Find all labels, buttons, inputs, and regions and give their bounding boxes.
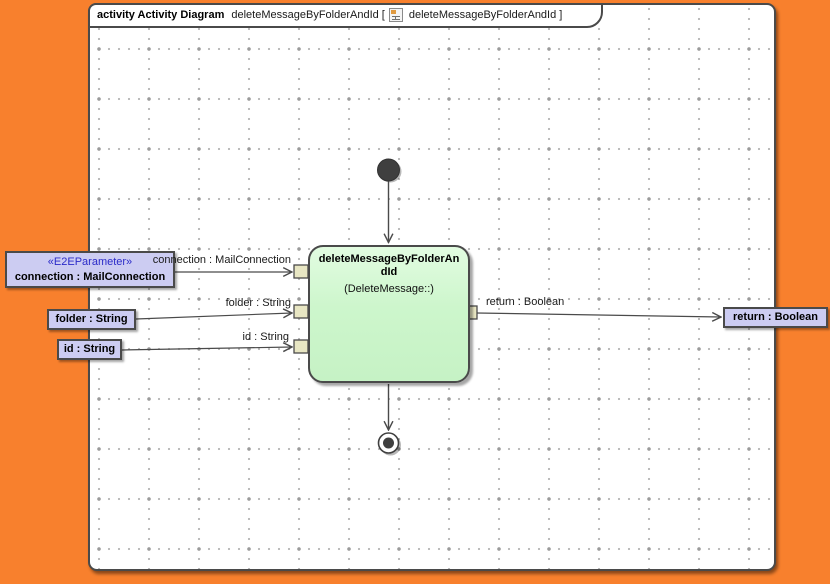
flow-label-connection[interactable]: connection : MailConnection — [152, 254, 291, 266]
object-flow-id[interactable] — [121, 347, 292, 350]
icon-line — [391, 18, 400, 20]
call-behavior-action-node[interactable]: deleteMessageByFolderAn dId (DeleteMessa… — [308, 245, 470, 383]
initial-node[interactable] — [377, 158, 400, 182]
parameter-node-return[interactable]: return : Boolean — [723, 307, 828, 328]
icon-orange-bar — [390, 9, 396, 14]
parameter-node-connection[interactable]: «E2EParameter» connection : MailConnecti… — [5, 251, 175, 288]
flow-label-folder[interactable]: folder : String — [225, 297, 291, 309]
stereotype-label: «E2EParameter» — [47, 256, 133, 268]
input-pin-connection[interactable] — [293, 264, 309, 279]
frame-kind-label: activity Activity Diagram — [97, 8, 225, 21]
flow-label-id[interactable]: id : String — [242, 331, 289, 343]
parameter-node-folder[interactable]: folder : String — [47, 309, 136, 330]
parameter-name-label: connection : MailConnection — [14, 271, 166, 283]
icon-line — [394, 15, 396, 20]
action-behavior-label: (DeleteMessage::) — [344, 283, 434, 295]
action-name-line1: deleteMessageByFolderAn — [318, 253, 460, 265]
activity-diagram-icon — [388, 7, 403, 22]
parameter-node-id[interactable]: id : String — [57, 339, 122, 360]
input-pin-id[interactable] — [293, 339, 309, 354]
input-pin-folder[interactable] — [293, 304, 309, 319]
action-name-line2: dId — [380, 266, 398, 278]
object-flow-return[interactable] — [476, 313, 721, 317]
parameter-name-label: id : String — [63, 343, 116, 355]
diagram-frame-tab[interactable]: activity Activity Diagram deleteMessageB… — [88, 3, 603, 28]
diagram-context-label: deleteMessageByFolderAndId ] — [408, 8, 563, 21]
object-flow-folder[interactable] — [135, 313, 292, 320]
icon-line — [391, 15, 400, 17]
parameter-name-label: folder : String — [55, 313, 128, 325]
parameter-name-label: return : Boolean — [733, 311, 818, 323]
diagram-name-label: deleteMessageByFolderAndId [ — [231, 8, 385, 21]
flow-label-return[interactable]: return : Boolean — [486, 296, 565, 308]
activity-final-node-core — [383, 437, 394, 449]
